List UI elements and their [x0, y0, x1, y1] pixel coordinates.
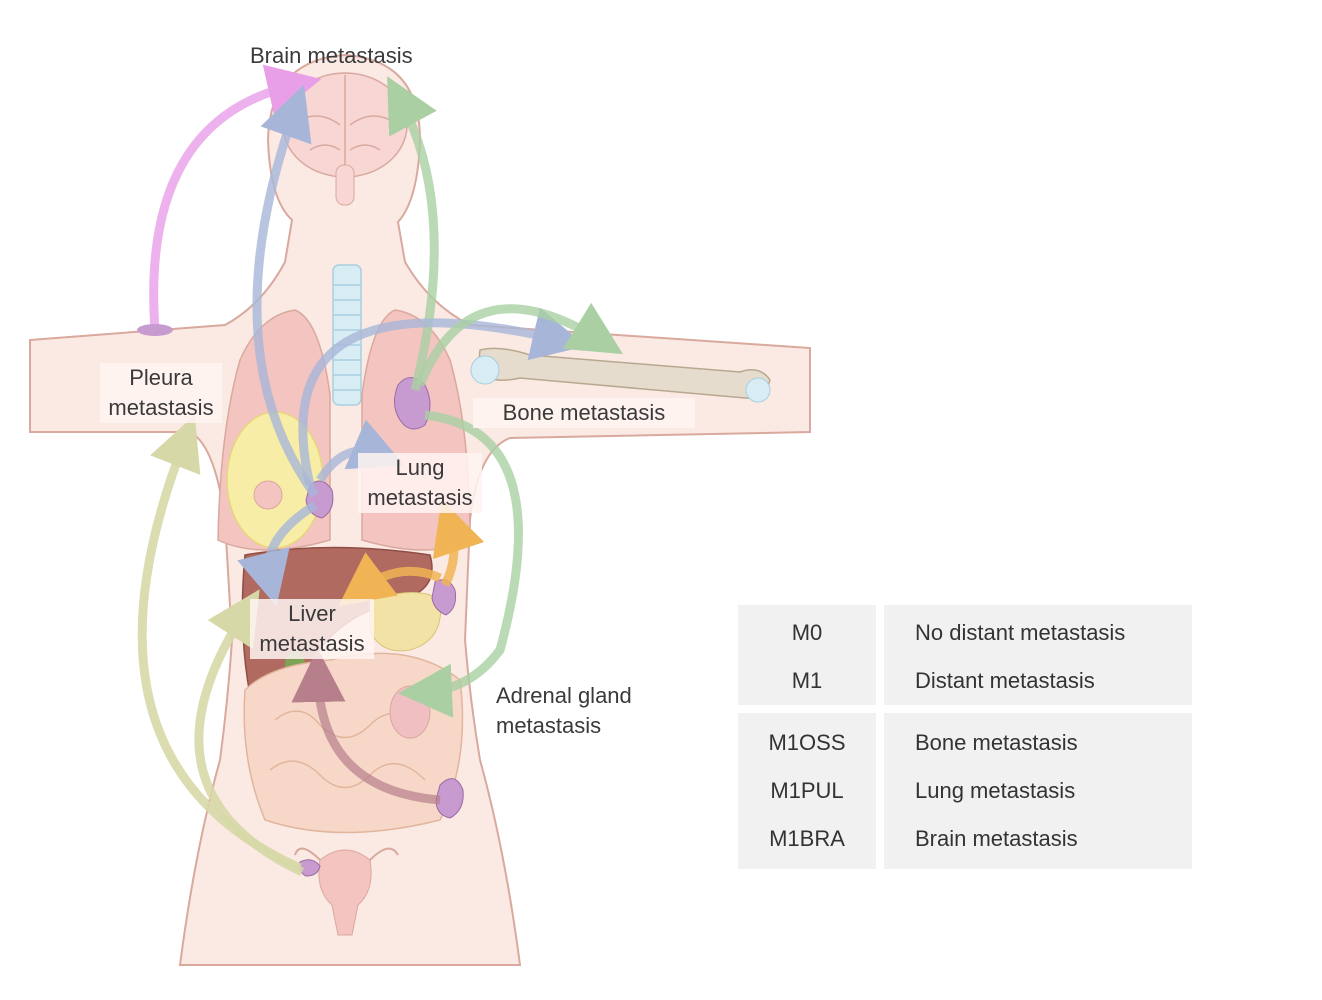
elbow-joint [745, 377, 771, 403]
arrow-ovary-to-liver [194, 589, 304, 877]
table-code-m1: M1 [791, 668, 823, 693]
arrow-pleura-to-brain [149, 64, 322, 331]
label-adrenal-line1: Adrenal gland [496, 683, 632, 708]
table-code-m1bra: M1BRA [769, 826, 845, 851]
tumor-colon [435, 778, 464, 819]
arrow-lung-to-adrenal [398, 410, 523, 718]
arrow-breast-to-bone [298, 307, 587, 487]
label-pleura-line1: Pleura [129, 365, 193, 390]
label-liver-line1: Liver [288, 601, 336, 626]
pleura-spot [137, 324, 173, 336]
label-pleura-metastasis: Pleura metastasis [100, 363, 222, 423]
arrow-pancreas-to-lung [432, 499, 485, 588]
arrow-breast-to-liver [237, 501, 318, 607]
stomach [369, 592, 442, 652]
label-bone-metastasis: Bone metastasis [473, 398, 695, 428]
table-desc-m0: No distant metastasis [915, 620, 1126, 645]
table-desc-m1oss: Bone metastasis [915, 730, 1078, 755]
table-code-m1oss: M1OSS [768, 730, 846, 755]
arrow-colon-to-liver [291, 648, 441, 805]
table-desc-m1: Distant metastasis [915, 668, 1095, 693]
label-brain-metastasis: Brain metastasis [250, 43, 413, 68]
arrow-breast-to-lung [316, 419, 405, 483]
kidney [389, 685, 431, 739]
table-group1-code-cell [738, 605, 876, 705]
humerus [477, 347, 771, 399]
label-adrenal-line2: metastasis [496, 713, 602, 738]
uterus [318, 849, 372, 936]
label-lung-metastasis: Lung metastasis [358, 453, 482, 513]
shoulder-joint [470, 355, 500, 385]
table-group2-desc-cell [884, 713, 1192, 869]
arrow-pancreas-to-liver [338, 552, 442, 607]
table-group2-code-cell [738, 713, 876, 869]
label-pleura-line2: metastasis [108, 395, 214, 420]
label-lung-line1: Lung [395, 455, 445, 480]
table-group1-desc-cell [884, 605, 1192, 705]
label-liver-line2: metastasis [259, 631, 365, 656]
nipple [253, 480, 283, 510]
arrow-breast-to-brain [252, 84, 319, 498]
label-liver-metastasis: Liver metastasis [250, 599, 374, 659]
label-lung-line2: metastasis [367, 485, 473, 510]
arrow-lung-to-bone [415, 302, 624, 387]
brainstem [335, 164, 355, 206]
table-desc-m1bra: Brain metastasis [915, 826, 1078, 851]
table-code-m0: M0 [791, 620, 823, 645]
label-adrenal-metastasis: Adrenal gland metastasis [496, 681, 632, 741]
arrow-lung-to-brain [387, 76, 439, 392]
intestines [243, 652, 464, 834]
table-code-m1pul: M1PUL [770, 778, 844, 803]
table-desc-m1pul: Lung metastasis [915, 778, 1076, 803]
